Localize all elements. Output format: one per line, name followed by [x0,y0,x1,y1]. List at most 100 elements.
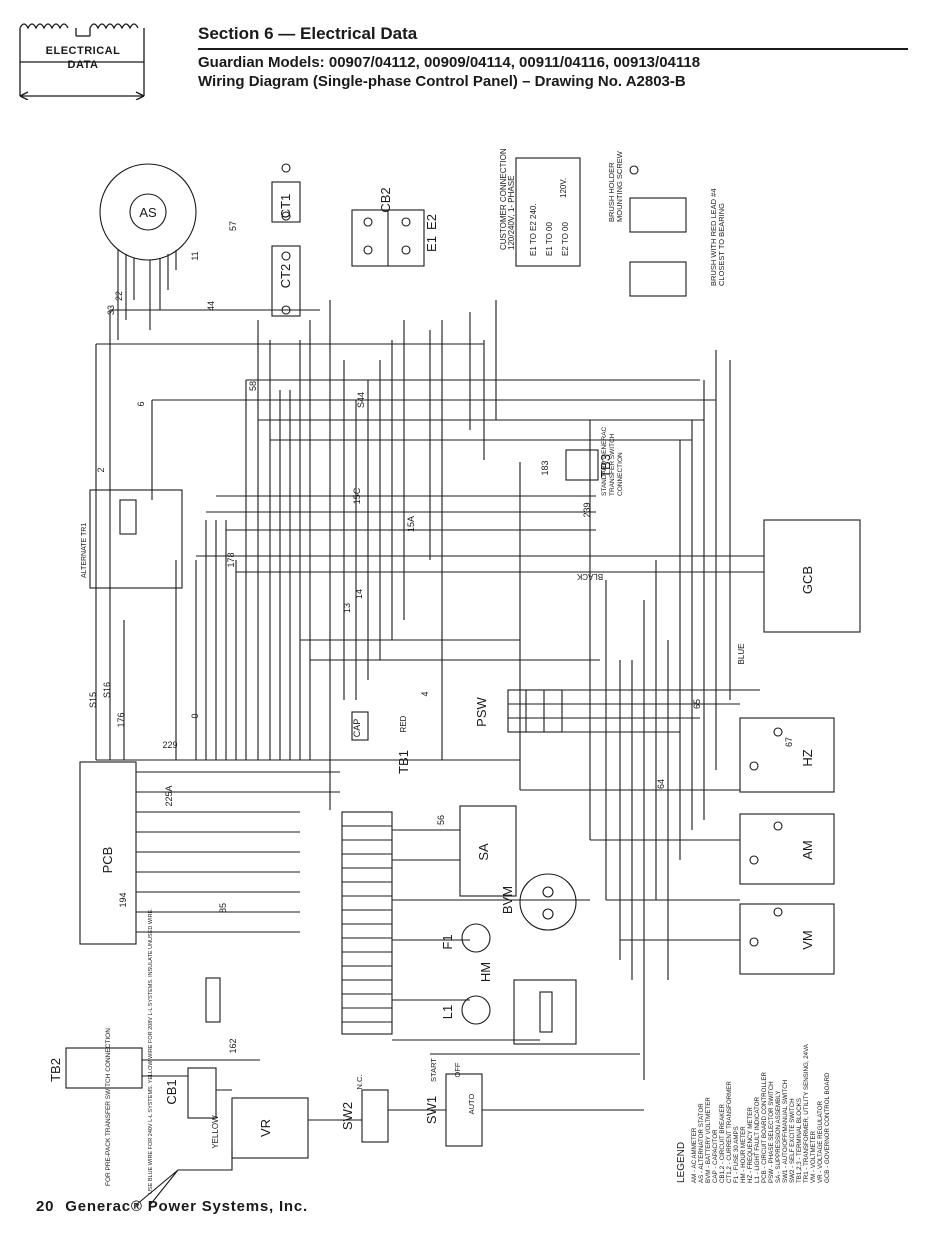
legend-item: SA - SUPPRESSION ASSEMBLY [775,1091,782,1183]
logo-label-line1: ELECTRICAL [45,45,121,57]
battery-voltmeter [519,873,577,931]
label-cap: CAP [352,719,362,738]
electrical-data-logo [19,23,145,100]
cc-subtitle: 120/240V, 1- PHASE [507,176,516,250]
alternate-tr1-label: ALTERNATE TR1 [81,523,88,578]
capacitor [351,711,369,741]
legend-item: F1 - FUSE 30 AMPS [733,1126,740,1183]
wire-label-229: 229 [162,740,177,750]
tb3-note-2: TRANSFER SWITCH [609,433,616,496]
legend-item: PSW - PHASE SELECTOR SWITCH [768,1081,775,1183]
label-sw2: SW2 [340,1102,355,1130]
legend-item: VR - VOLTAGE REGULATOR [817,1100,824,1183]
vm-meter [739,903,835,975]
wire-label-s16: S16 [102,682,112,698]
sw2-body [361,1089,389,1143]
label-e1: E1 [424,236,439,252]
label-hz: HZ [800,749,815,766]
legend-item: AS - ALTERNATOR STATOR [698,1103,705,1183]
brush-red-lead-label: BRUSH WITH RED LEAD #4 [709,188,718,286]
hour-meter [513,979,577,1045]
page-header: Section 6 — Electrical Data Guardian Mod… [198,24,908,91]
tb3-note-3: CONNECTION [617,452,624,496]
alternate-tr1-box [89,489,183,589]
legend-item: HZ - FREQUENCY METER [747,1107,754,1183]
logo-label: ELECTRICAL DATA [14,44,152,72]
cc-row-3: E2 TO 00 [561,222,570,257]
sw1-body [445,1073,483,1147]
wire-color-blue: BLUE [737,644,746,665]
legend-item: TB1,2,3 - TERMINAL BLOCKS [796,1098,803,1183]
legend-item: SW1 - AUTO/OFF/MANUAL SWITCH [782,1080,789,1183]
wire-label-56: 56 [436,815,446,825]
wire-label-22: 22 [114,291,124,301]
wire-label-11: 11 [190,251,200,260]
legend-item: L1 - LIGHT FAULT INDICATOR [754,1096,761,1183]
section-title: Section 6 — Electrical Data [198,24,418,43]
sw1-start: START [429,1058,438,1082]
legend-item: CT1,2 - CURRENT TRANSFORMER [726,1081,733,1183]
fuse-f1 [461,923,491,953]
label-ct1: CT1 [278,194,293,219]
company-name: Generac® Power Systems, Inc. [65,1198,308,1215]
wire-label-13: 13 [342,603,352,613]
page-number: 20 [36,1198,55,1215]
wire-label-6: 6 [136,401,146,406]
wire-label-65: 65 [692,699,702,709]
legend-item: AM - AC AMMETER [691,1127,698,1183]
label-f1: F1 [440,934,455,949]
gcb-body [763,519,861,633]
alternator-stator-inner [129,193,167,231]
psw-body [507,689,563,733]
label-vm: VM [800,930,815,950]
label-tb3: TB3 [598,454,613,478]
sw1-auto: AUTO [467,1093,476,1114]
wire-label-194: 194 [118,892,128,907]
label-vr: VR [258,1119,273,1137]
wire-label-183: 183 [540,460,550,475]
sw2-nc: N.C. [355,1075,364,1090]
legend-item: CAP - CAPACITOR [712,1129,719,1183]
model-list: Guardian Models: 00907/04112, 00909/0411… [198,54,701,71]
wire-label-2: 2 [96,467,106,472]
legend-item: GCB - GOVERNOR CONTROL BOARD [824,1072,831,1183]
tb3-note-1: STANDARD GENERAC [601,426,608,496]
header-rule [198,48,908,50]
tb2-strip [65,1047,143,1089]
wire-label-0: 0 [190,713,200,718]
brush-screw-label: MOUNTING SCREW [615,150,624,222]
legend-item: BVM - BATTERY VOLTMETER [705,1097,712,1183]
label-tb1: TB1 [396,750,411,774]
wire-label-58: 58 [248,381,258,391]
legend-item: CB1,2 - CIRCUIT BREAKER [719,1104,726,1183]
wire-label-239: 239 [582,502,592,517]
label-bvm: BVM [500,886,515,914]
wire-label-s44: S44 [356,392,366,408]
ct2-body [271,245,301,317]
prepack-note: FOR PRE-PACK TRANSFER SWITCH CONNECTION [105,1028,112,1186]
tb1-strip [341,811,393,1035]
label-psw: PSW [474,696,489,726]
wire-label-4: 4 [420,691,430,696]
label-pcb: PCB [100,847,115,874]
brush-closest-label: CLOSEST TO BEARING [717,203,726,286]
legend-item: SW2 - SELF EXCITE SWITCH [789,1098,796,1183]
label-gcb: GCB [800,566,815,594]
legend-item: VM - VOLTMETER [810,1130,817,1183]
light-fault-indicator [461,995,491,1025]
wire-label-162: 162 [228,1038,238,1053]
wire-label-85: 85 [218,903,228,913]
suppression-assembly [459,805,517,897]
wire-color-red: RED [399,715,408,732]
am-meter [739,813,835,885]
wire-label-57: 57 [228,221,238,231]
customer-connection-box [515,157,581,267]
legend-item: TR1 - TRANSFORMER, UTILITY SENSING, 24VA [803,1043,810,1183]
wire-label-67: 67 [784,737,794,747]
wire-label-33: 33 [106,305,116,315]
wire-label-176: 176 [116,712,126,727]
label-cb1: CB1 [164,1079,179,1104]
sw1-off: OFF [453,1062,462,1077]
